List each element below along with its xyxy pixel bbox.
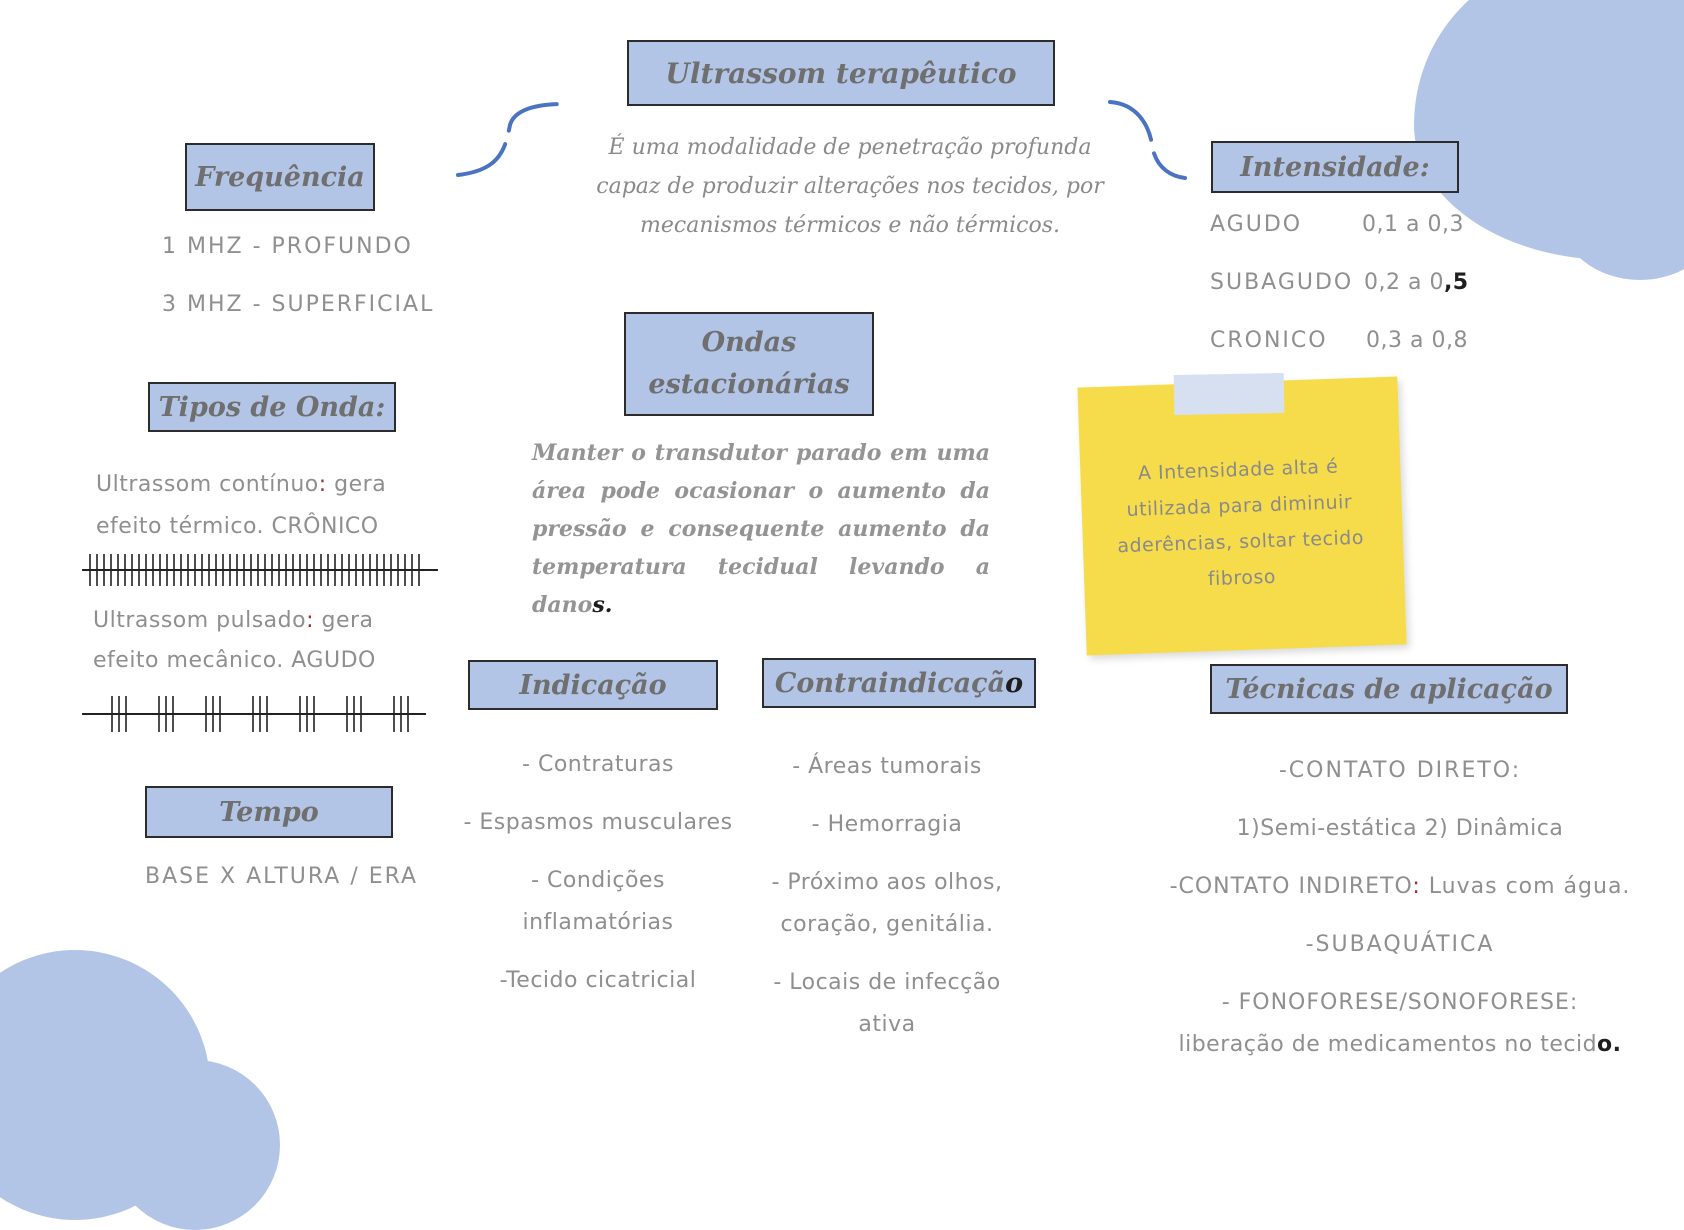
contraindicacao-item: coração, genitália.: [780, 912, 994, 937]
contraindicacao-item: - Áreas tumorais: [792, 754, 982, 779]
sticky-note-tape: [1173, 373, 1285, 415]
frequencia-heading-box: Frequência: [185, 143, 375, 211]
continuo-line1: Ultrassom contínuo: gera: [96, 472, 387, 497]
tempo-heading-box: Tempo: [145, 786, 393, 838]
tempo-formula: BASE X ALTURA / ERA: [145, 864, 419, 889]
tecnicas-heading: Técnicas de aplicação: [1225, 673, 1553, 705]
contraindicacao-item: - Próximo aos olhos,: [771, 870, 1003, 895]
intensidade-label-subagudo: SUBAGUDO: [1210, 270, 1354, 295]
ondas-heading-line1: Ondas: [701, 327, 797, 358]
contraindicacao-heading-box: Contraindicação: [762, 658, 1036, 708]
indicacao-item: - Contraturas: [522, 752, 674, 777]
intensidade-label-agudo: AGUDO: [1210, 212, 1303, 237]
intensidade-value-subagudo: 0,2 a 0,5: [1364, 270, 1469, 295]
tecnicas-heading-box: Técnicas de aplicação: [1210, 664, 1568, 714]
intensidade-value-agudo: 0,1 a 0,3: [1362, 212, 1464, 237]
indicacao-heading-box: Indicação: [468, 660, 718, 710]
intensidade-label-cronico: CRONICO: [1210, 328, 1328, 353]
indicacao-list: - Contraturas - Espasmos musculares - Co…: [448, 736, 748, 1010]
frequencia-item-3mhz: 3 MHZ - SUPERFICIAL: [162, 292, 435, 317]
pulsado-line1: Ultrassom pulsado: gera: [93, 608, 374, 633]
tipos-onda-heading-box: Tipos de Onda:: [148, 382, 396, 432]
title-box: Ultrassom terapêutico: [627, 40, 1055, 106]
contraindicacao-list: - Áreas tumorais - Hemorragia - Próximo …: [742, 738, 1032, 1054]
indicacao-heading: Indicação: [519, 669, 667, 701]
tipos-onda-heading: Tipos de Onda:: [158, 391, 386, 423]
connector-curves: [456, 100, 1187, 180]
indicacao-item: - Condições: [531, 868, 665, 893]
intensidade-heading-box: Intensidade:: [1211, 141, 1459, 193]
pulsed-wave-icon: [82, 696, 426, 732]
ondas-heading-line2: estacionárias: [648, 369, 850, 400]
tecnicas-list: -CONTATO DIRETO: 1)Semi-estática 2) Dinâ…: [1169, 758, 1631, 1057]
ondas-text: Manter o transdutor parado em uma área p…: [532, 440, 990, 618]
frequencia-heading: Frequência: [195, 161, 365, 193]
indicacao-item: - Espasmos musculares: [463, 810, 733, 835]
ondas-heading-box: Ondas estacionárias: [624, 312, 874, 416]
tempo-heading: Tempo: [219, 796, 319, 828]
page-title: Ultrassom terapêutico: [665, 56, 1017, 90]
intensidade-value-cronico: 0,3 a 0,8: [1366, 328, 1468, 353]
definition-text: É uma modalidade de penetração profunda …: [596, 135, 1104, 238]
contraindicacao-heading: Contraindicação: [774, 667, 1024, 699]
continuo-line2: efeito térmico. CRÔNICO: [96, 514, 379, 539]
frequencia-item-1mhz: 1 MHZ - PROFUNDO: [162, 234, 413, 259]
pulsado-line2: efeito mecânico. AGUDO: [93, 648, 376, 673]
indicacao-item: inflamatórias: [522, 910, 674, 935]
contraindicacao-item: ativa: [858, 1012, 916, 1037]
sticky-note-text: A Intensidade alta é utilizada para dimi…: [1116, 455, 1365, 591]
indicacao-item: -Tecido cicatricial: [499, 968, 697, 993]
intensidade-heading: Intensidade:: [1240, 151, 1430, 183]
decorative-blob-top-right-small: [1560, 150, 1684, 280]
contraindicacao-item: - Locais de infecção: [773, 970, 1001, 995]
continuous-wave-icon: [82, 554, 438, 586]
contraindicacao-item: - Hemorragia: [811, 812, 963, 837]
